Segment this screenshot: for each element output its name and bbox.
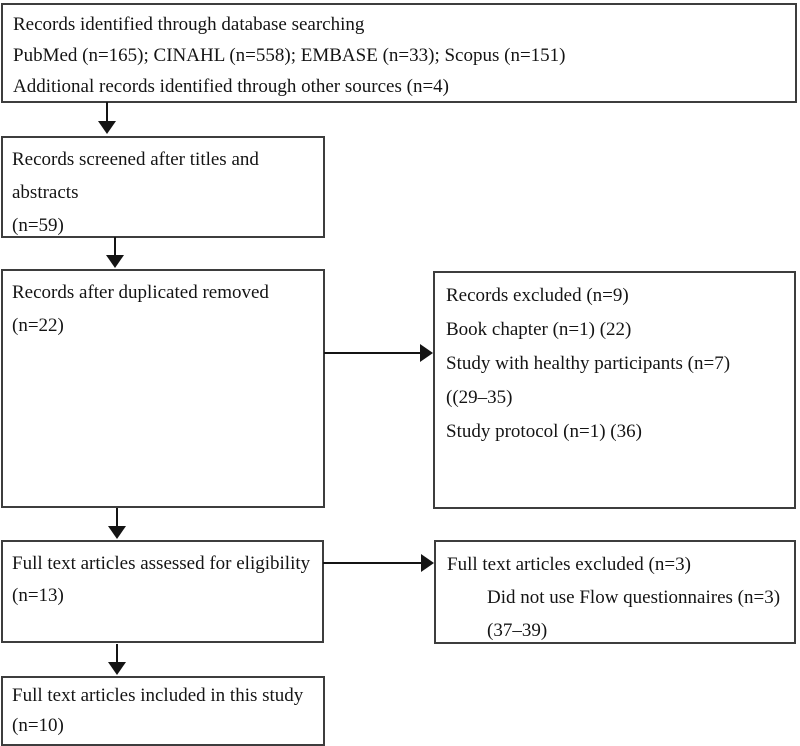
fulltext-included-title: Full text articles included in this stud…	[12, 685, 304, 706]
box-records-screened: Records screened after titles and abstra…	[1, 136, 325, 238]
records-excluded-book-chapter: Book chapter (n=1) (22)	[446, 319, 632, 340]
arrow-down-eligibility-to-included	[108, 644, 126, 675]
arrow-down-identified-to-screened	[98, 102, 116, 134]
records-excluded-title: Records excluded (n=9)	[446, 285, 629, 306]
arrow-shaft	[116, 508, 118, 526]
arrow-right-duplicates-to-excluded	[324, 344, 433, 362]
arrow-shaft	[116, 644, 118, 662]
arrow-shaft	[114, 237, 116, 255]
arrow-down-duplicates-to-eligibility	[108, 508, 126, 539]
records-excluded-study-protocol: Study protocol (n=1) (36)	[446, 421, 642, 442]
records-identified-title: Records identified through database sear…	[13, 14, 365, 35]
fulltext-excluded-reason: Did not use Flow questionnaires (n=3)	[487, 587, 781, 608]
arrow-head-right-icon	[421, 554, 434, 572]
records-identified-other-sources: Additional records identified through ot…	[13, 76, 449, 97]
arrow-head-down-icon	[98, 121, 116, 134]
records-excluded-refs: ((29–35)	[446, 387, 513, 408]
arrow-shaft	[106, 102, 108, 121]
fulltext-included-count: (n=10)	[12, 715, 64, 736]
arrow-shaft	[324, 352, 420, 354]
arrow-right-eligibility-to-ft-excluded	[323, 554, 434, 572]
records-excluded-healthy-participants: Study with healthy participants (n=7)	[446, 353, 731, 374]
box-records-identified: Records identified through database sear…	[1, 3, 797, 103]
box-records-excluded: Records excluded (n=9) Book chapter (n=1…	[433, 271, 796, 509]
box-fulltext-assessed: Full text articles assessed for eligibil…	[1, 540, 324, 643]
duplicates-removed-count: (n=22)	[12, 315, 64, 336]
fulltext-assessed-count: (n=13)	[12, 585, 64, 606]
arrow-down-screened-to-duplicates	[106, 237, 124, 268]
box-fulltext-included: Full text articles included in this stud…	[1, 676, 325, 746]
arrow-head-down-icon	[108, 662, 126, 675]
fulltext-assessed-title: Full text articles assessed for eligibil…	[12, 553, 311, 574]
records-screened-line-1: Records screened after titles and	[12, 149, 259, 170]
fulltext-excluded-refs: (37–39)	[487, 620, 548, 641]
arrow-head-right-icon	[420, 344, 433, 362]
records-identified-databases: PubMed (n=165); CINAHL (n=558); EMBASE (…	[13, 45, 566, 66]
records-screened-line-2: abstracts	[12, 182, 79, 203]
fulltext-excluded-title: Full text articles excluded (n=3)	[447, 554, 691, 575]
arrow-head-down-icon	[106, 255, 124, 268]
duplicates-removed-title: Records after duplicated removed	[12, 282, 269, 303]
records-screened-count: (n=59)	[12, 215, 64, 236]
box-records-after-duplicates-removed: Records after duplicated removed (n=22)	[1, 269, 325, 508]
arrow-head-down-icon	[108, 526, 126, 539]
box-fulltext-excluded: Full text articles excluded (n=3) Did no…	[434, 540, 796, 644]
arrow-shaft	[323, 562, 421, 564]
